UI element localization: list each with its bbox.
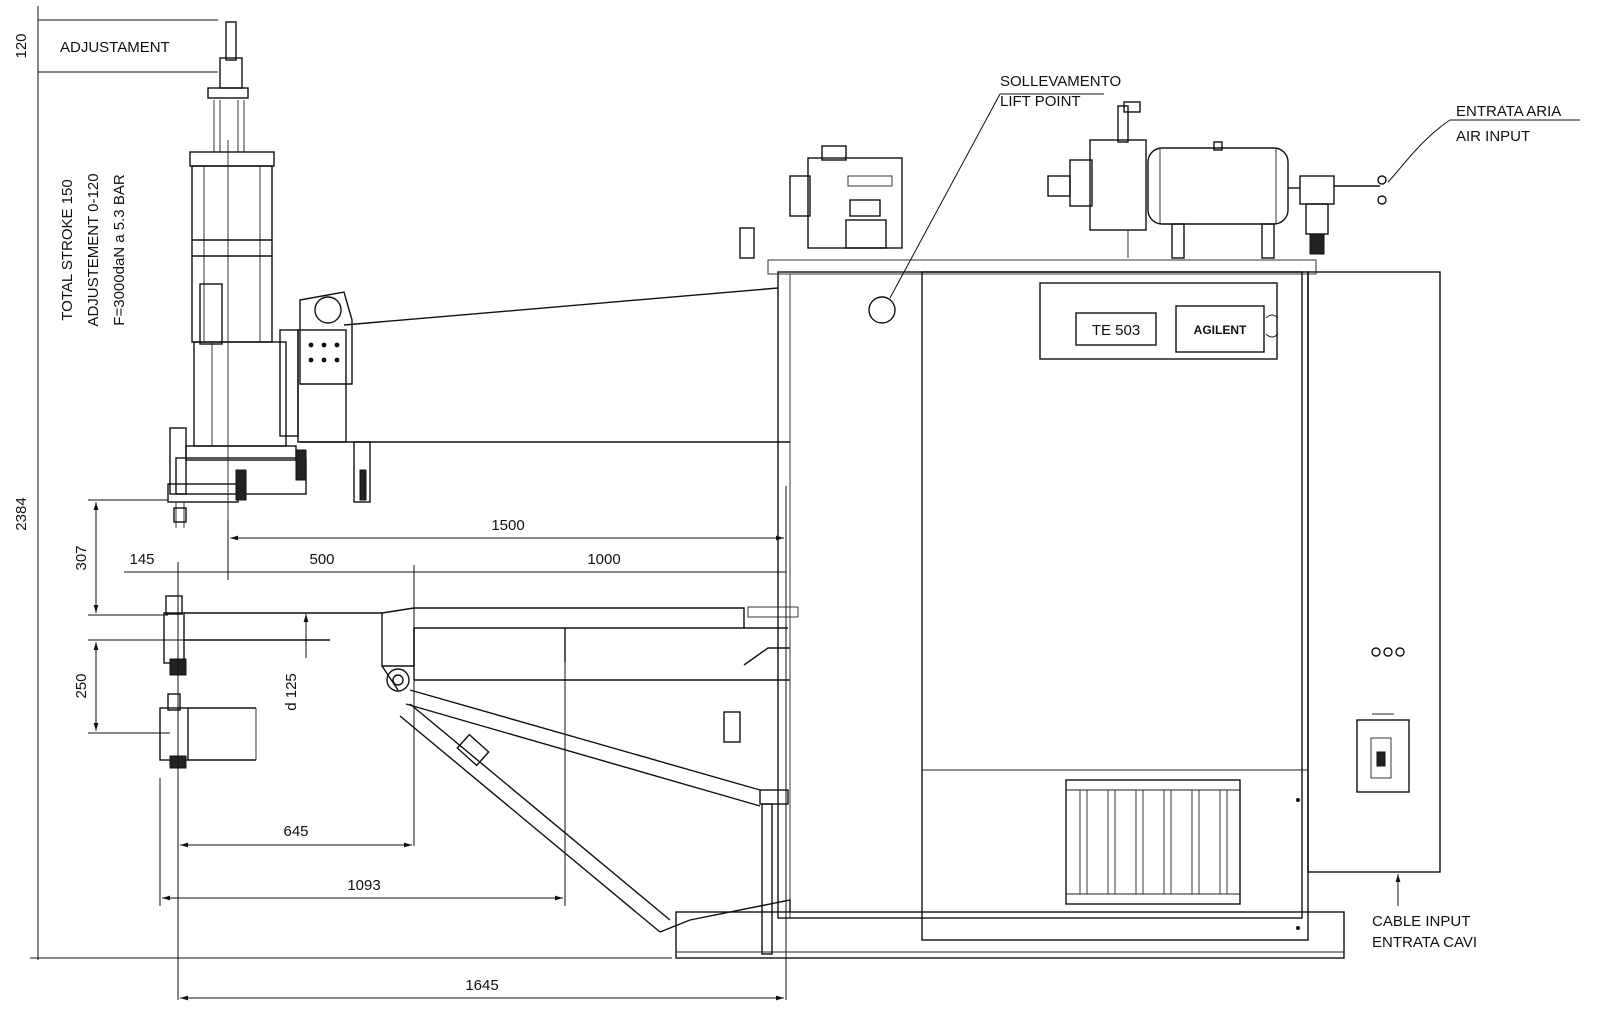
stroke-note-3: F=3000daN a 5.3 BAR <box>111 174 128 326</box>
stroke-note-1: TOTAL STROKE 150 <box>59 179 76 320</box>
stroke-note-2: ADJUSTEMENT 0-120 <box>85 173 102 326</box>
model-label: TE 503 <box>1092 322 1140 339</box>
dim-120: 120 <box>13 33 30 58</box>
air-input-label-en: AIR INPUT <box>1456 128 1530 145</box>
label-plate <box>1039 282 1278 360</box>
cabinet-body <box>777 271 1303 919</box>
dim-500: 500 <box>309 551 334 568</box>
valve-block <box>739 145 903 259</box>
lift-point-label-en: LIFT POINT <box>1000 93 1081 110</box>
support-strut <box>399 689 791 955</box>
dim-1093: 1093 <box>347 877 380 894</box>
air-tank <box>1047 101 1387 259</box>
dim-645: 645 <box>283 823 308 840</box>
cable-input-label-en: CABLE INPUT <box>1372 913 1470 930</box>
lift-point-icon <box>868 296 896 324</box>
dimension-lines <box>30 6 1580 1001</box>
cable-input-label-it: ENTRATA CAVI <box>1372 934 1477 951</box>
side-panel <box>1307 271 1441 873</box>
dim-250: 250 <box>73 673 90 698</box>
adjustament-label: ADJUSTAMENT <box>60 39 170 56</box>
dim-307: 307 <box>73 545 90 570</box>
dim-145: 145 <box>129 551 154 568</box>
dim-d125: d 125 <box>283 673 300 711</box>
dim-1645: 1645 <box>465 977 498 994</box>
pneumatic-cylinder <box>167 21 307 528</box>
model-plate <box>1075 312 1157 346</box>
upper-arm <box>297 287 790 503</box>
dim-1500: 1500 <box>491 517 524 534</box>
dim-2384: 2384 <box>13 497 30 530</box>
dim-1000: 1000 <box>587 551 620 568</box>
base-plate <box>675 911 1345 959</box>
transformer-fins <box>1065 779 1241 905</box>
brand-plate <box>1175 305 1265 353</box>
lower-arm <box>159 595 799 769</box>
air-input-label-it: ENTRATA ARIA <box>1456 103 1561 120</box>
brand-label: AGILENT <box>1194 323 1247 337</box>
nameplates: TE 503 AGILENT <box>1075 305 1279 353</box>
lift-point-label-it: SOLLEVAMENTO <box>1000 73 1121 90</box>
machine <box>159 21 1441 959</box>
annotation-text: ADJUSTAMENT 120 TOTAL STROKE 150 ADJUSTE… <box>13 33 1561 994</box>
